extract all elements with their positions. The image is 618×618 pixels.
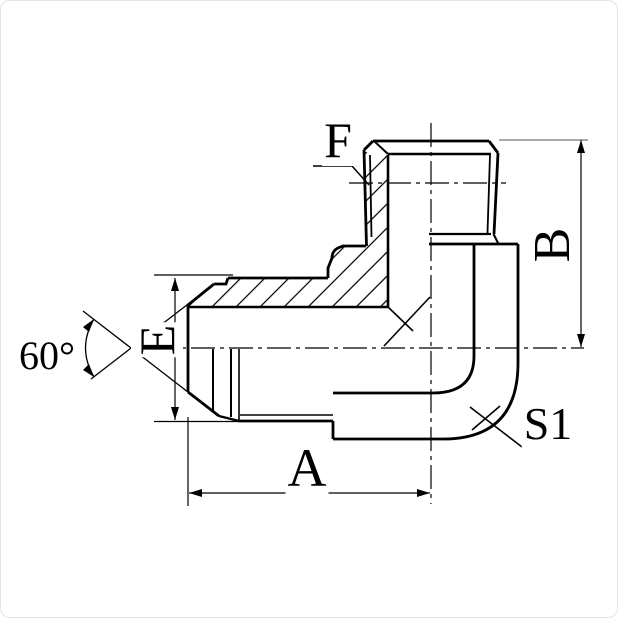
outer-bend-edge	[333, 244, 520, 441]
arrow-B-top	[577, 140, 585, 153]
arrow-E-top	[171, 278, 179, 291]
arrow-angle-bottom	[83, 364, 94, 377]
arrowheads	[83, 140, 585, 497]
arrow-B-bottom	[577, 334, 585, 347]
leader-F	[313, 165, 370, 186]
thread-end-chamfer	[492, 233, 499, 244]
cone-face-bottom	[187, 390, 220, 418]
dim-label-F: F	[322, 112, 354, 168]
dim-label-A: A	[285, 438, 329, 498]
arrow-angle-top	[83, 319, 94, 332]
elbow-body-outline	[188, 155, 520, 441]
arrow-E-bottom	[171, 407, 179, 420]
dim-label-angle: 60°	[17, 333, 77, 378]
bore-junction-line-1	[387, 306, 414, 332]
thread-root-left	[369, 154, 373, 238]
undercut-top	[214, 277, 230, 286]
left-port-outline	[186, 276, 333, 423]
top-chamfer-left-inner	[373, 140, 389, 155]
bore-junction-line-2	[383, 296, 431, 347]
top-chamfer-right	[487, 140, 500, 154]
dim-label-E: E	[129, 322, 185, 358]
top-chamfer-left	[363, 140, 374, 151]
body-ogee-profile	[326, 244, 366, 278]
thread-crest-left	[362, 149, 368, 247]
dim-label-S1: S1	[521, 398, 575, 449]
top-port-outline	[362, 139, 518, 247]
inner-bend-edge	[333, 244, 476, 395]
dim-label-B: B	[524, 225, 581, 265]
arrow-A-right	[417, 489, 430, 497]
undercut-bottom	[218, 414, 240, 423]
leader-S1-tick	[471, 405, 501, 431]
thread-crest-right	[492, 152, 500, 235]
section-hatch-region	[188, 151, 388, 307]
centerlines	[153, 123, 584, 504]
arrow-A-left	[189, 489, 202, 497]
cone-face-top	[187, 282, 215, 307]
thread-root-right	[486, 154, 491, 234]
